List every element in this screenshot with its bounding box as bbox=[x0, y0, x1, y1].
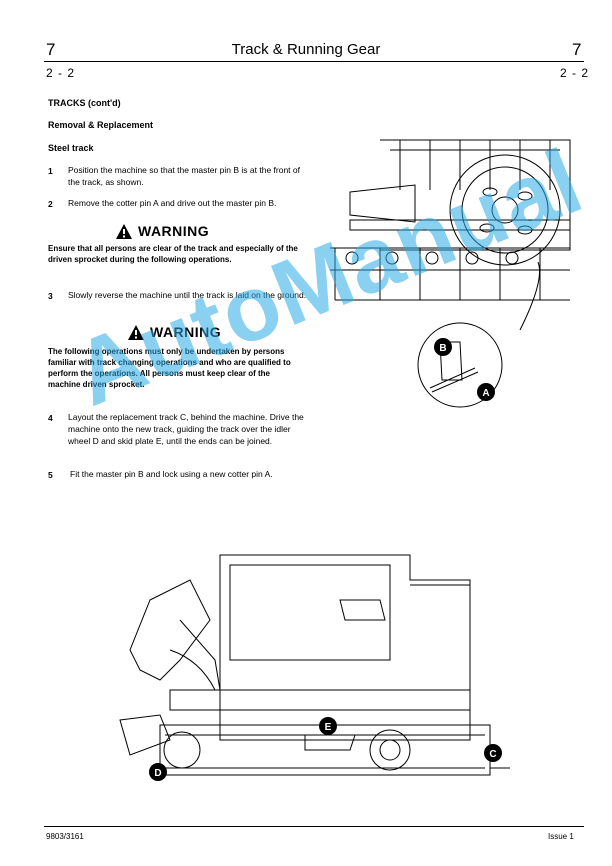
document-number: 9803/3161 bbox=[46, 832, 84, 841]
warning-text: The following operations must only be un… bbox=[48, 347, 291, 389]
footer-rule bbox=[44, 826, 584, 827]
warning-title: WARNING bbox=[150, 324, 222, 340]
page-number-right: 2 - 2 bbox=[560, 66, 590, 80]
page-title: Track & Running Gear bbox=[231, 41, 381, 58]
subsection-heading: Removal & Replacement bbox=[48, 120, 154, 130]
warning-heading: WARNING bbox=[128, 324, 221, 340]
subsubsection-heading: Steel track bbox=[48, 143, 94, 153]
warning-icon bbox=[116, 223, 132, 239]
step-number: 4 bbox=[48, 413, 53, 423]
step-text: Remove the cotter pin A and drive out th… bbox=[68, 198, 277, 208]
section-heading: TRACKS (cont'd) bbox=[48, 98, 121, 108]
callout-c: C bbox=[489, 749, 496, 760]
callout-e: E bbox=[325, 722, 332, 733]
warning-heading: WARNING bbox=[116, 223, 209, 239]
sprocket-diagram: B A bbox=[330, 139, 571, 408]
warning-icon bbox=[128, 324, 144, 340]
section-number-left: 7 bbox=[46, 40, 56, 59]
warning-title: WARNING bbox=[138, 223, 210, 239]
step-text: Position the machine so that the master … bbox=[68, 165, 300, 187]
step-text: Slowly reverse the machine until the tra… bbox=[68, 290, 307, 300]
step-number: 2 bbox=[48, 199, 53, 209]
callout-d: D bbox=[154, 768, 161, 779]
step-text: Layout the replacement track C, behind t… bbox=[68, 412, 304, 446]
step-number: 1 bbox=[48, 166, 53, 176]
excavator-diagram: E D C bbox=[119, 554, 510, 781]
header-rule bbox=[44, 61, 584, 62]
step-number: 3 bbox=[48, 291, 53, 301]
page-number-left: 2 - 2 bbox=[46, 66, 76, 80]
warning-text: Ensure that all persons are clear of the… bbox=[48, 244, 298, 264]
step-text: Fit the master pin B and lock using a ne… bbox=[70, 469, 273, 479]
step-number: 5 bbox=[48, 470, 53, 480]
section-number-right: 7 bbox=[572, 40, 582, 59]
callout-a: A bbox=[482, 388, 489, 399]
issue-label: Issue 1 bbox=[548, 832, 574, 841]
callout-b: B bbox=[439, 343, 446, 354]
